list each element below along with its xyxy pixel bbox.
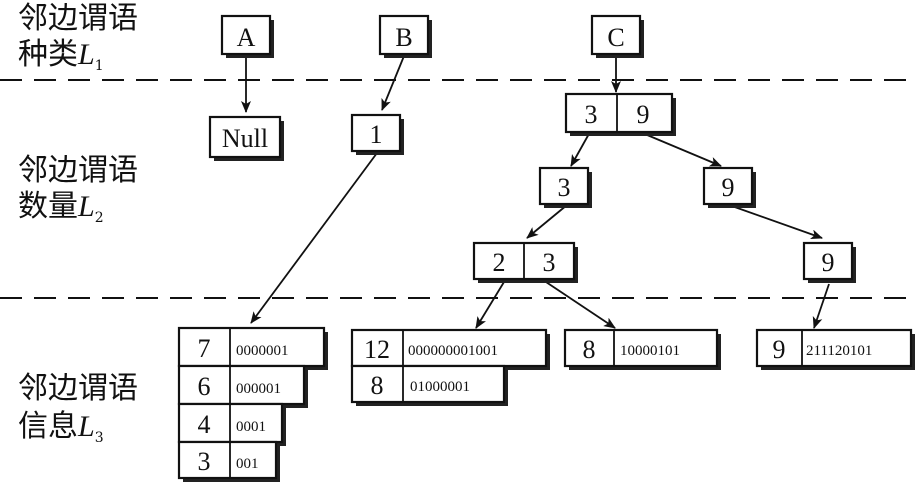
info-c9-row1-code: 211120101: [806, 343, 872, 359]
edge-split2-info: [475, 281, 505, 329]
info-c9-row1-count: 9: [773, 335, 786, 364]
b-count-node: 1: [350, 113, 404, 155]
b-count-label: 1: [370, 120, 383, 149]
edge-right-child: [728, 204, 823, 240]
info-b-row4-code: 001: [236, 456, 259, 472]
edge-split3-info: [545, 281, 616, 329]
type-node-a: A: [220, 14, 274, 58]
info-c3-row1-count: 8: [583, 335, 596, 364]
edge-root-right: [639, 131, 722, 167]
svg-text:种类L1: 种类L1: [18, 37, 104, 74]
c-right-child-node: 9: [802, 241, 856, 283]
info-b-row2-code: 000001: [236, 381, 281, 397]
c-right-value: 9: [722, 173, 735, 202]
info-c2-row1-code: 000000001001: [408, 343, 498, 359]
type-node-c-label: C: [607, 23, 624, 52]
c-right-node: 9: [702, 166, 756, 208]
svg-text:信息L3: 信息L3: [18, 409, 104, 446]
side-label-counts: 邻边谓语 数量L2: [18, 153, 138, 226]
c-left-node: 3: [538, 166, 592, 208]
info-b-row1-code: 0000001: [236, 343, 289, 359]
info-c3-row1-code: 10000101: [620, 343, 680, 359]
c-root-node: 3 9: [564, 92, 676, 136]
info-b-row3-count: 4: [198, 410, 211, 439]
edge-root-left: [570, 131, 591, 167]
side-label-counts-line2: 数量: [18, 189, 78, 224]
info-table-b: 7 0000001 6 000001 4 0001 3 001: [177, 326, 328, 482]
side-label-info-line1: 邻边谓语: [18, 371, 138, 406]
side-label-info-var: L: [77, 410, 95, 443]
info-c2-row1-count: 12: [364, 335, 390, 364]
side-label-types-sub: 1: [95, 58, 104, 74]
edge-child-info: [812, 283, 830, 329]
edge-b-count: [381, 55, 405, 111]
side-label-counts-line1: 邻边谓语: [18, 153, 138, 188]
info-c2-row2-count: 8: [371, 371, 384, 400]
side-label-counts-sub: 2: [95, 210, 104, 226]
edge-count-info-b: [250, 152, 378, 324]
info-table-c3: 8 10000101: [563, 328, 721, 370]
type-node-c: C: [590, 14, 644, 58]
c-left-split-second: 3: [543, 248, 556, 277]
info-b-row4-count: 3: [198, 447, 211, 476]
type-node-b: B: [378, 14, 432, 58]
side-label-types-line2: 种类: [18, 37, 78, 72]
edge-left-split: [526, 204, 568, 239]
c-root-right-value: 9: [637, 100, 650, 129]
side-label-types-line1: 邻边谓语: [18, 1, 138, 36]
type-node-a-label: A: [237, 23, 256, 52]
type-node-b-label: B: [395, 23, 412, 52]
side-label-info: 邻边谓语 信息L3: [18, 371, 138, 446]
info-b-row1-count: 7: [198, 334, 211, 363]
c-root-left-value: 3: [585, 100, 598, 129]
info-b-row3-code: 0001: [236, 419, 266, 435]
edges: [241, 55, 830, 329]
c-right-child-value: 9: [822, 248, 835, 277]
null-node: Null: [208, 115, 284, 161]
side-label-info-line2: 信息: [18, 409, 78, 444]
c-left-split-node: 2 3: [472, 241, 578, 283]
side-label-types-var: L: [77, 38, 95, 71]
side-label-info-sub: 3: [95, 430, 104, 446]
c-left-split-first: 2: [493, 248, 506, 277]
c-left-value: 3: [558, 173, 571, 202]
info-c2-row2-code: 01000001: [410, 379, 470, 395]
info-table-c2: 12 000000001001 8 01000001: [350, 328, 550, 406]
side-label-counts-var: L: [77, 190, 95, 223]
info-b-row2-count: 6: [198, 372, 211, 401]
svg-text:数量L2: 数量L2: [18, 189, 104, 226]
info-table-c9: 9 211120101: [755, 328, 915, 370]
null-node-label: Null: [222, 124, 268, 153]
side-label-types: 邻边谓语 种类L1: [18, 1, 138, 74]
